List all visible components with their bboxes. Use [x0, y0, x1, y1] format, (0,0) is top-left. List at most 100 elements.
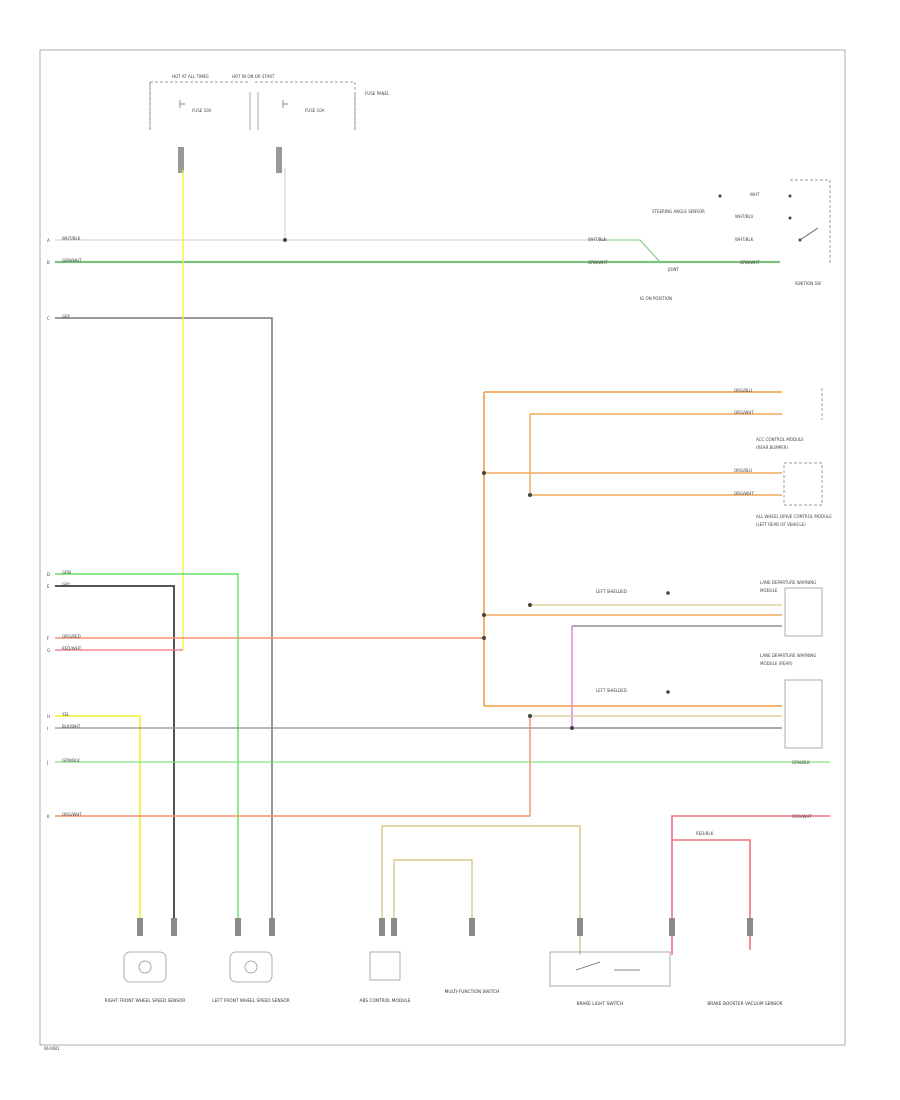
joint-wire-1: WHT/BLK — [588, 237, 607, 242]
ldw-module-sublabel: MODULE — [760, 588, 778, 593]
wire-yel-h — [55, 715, 141, 930]
connector-stub-6 — [391, 918, 397, 936]
wire-gry-c — [55, 317, 273, 930]
ldw-module-box — [784, 587, 823, 637]
splice-5 — [528, 493, 532, 497]
splice-1 — [283, 238, 287, 242]
brake-switch-label: BRAKE LIGHT SWITCH — [577, 1001, 624, 1007]
splice-6 — [528, 603, 532, 607]
ign-wire-1: WHT — [750, 192, 760, 197]
awd-module-sublabel: (LEFT REAR OF VEHICLE) — [756, 522, 806, 527]
vacuum-sensor-label: BRAKE BOOSTER VACUUM SENSOR — [707, 1001, 782, 1007]
fuse-a-label: FUSE 10A — [192, 108, 212, 113]
connector-stub-8 — [577, 918, 583, 936]
splice-8 — [570, 726, 574, 730]
shield-dot-2 — [666, 690, 670, 694]
mark-j: J — [46, 760, 48, 765]
wire-label-1: WHT/BLK — [62, 236, 81, 241]
wire-label-5: GRY — [62, 582, 71, 587]
mod-wire-2: ORG/WHT — [734, 410, 754, 415]
acc-module-label: ACC CONTROL MODULE — [756, 437, 804, 442]
ignition-switch: WHT WHT/BLU WHT/BLK GRN/WHT STEERING ANG… — [588, 179, 831, 301]
connector-fuse-b — [276, 147, 282, 173]
mark-b: B — [47, 260, 50, 265]
connector-stub-7 — [469, 918, 475, 936]
wire-grn-d — [55, 573, 239, 930]
acc-module-box — [783, 462, 823, 506]
wire-label-7: RED/WHT — [62, 646, 82, 651]
mark-h: H — [47, 714, 50, 719]
mark-f: F — [47, 636, 50, 641]
mark-a: A — [47, 238, 50, 243]
mark-c: C — [47, 316, 50, 321]
steering-angle-label: STEERING ANGLE SENSOR — [652, 209, 705, 214]
connector-fuse-a — [178, 147, 184, 173]
ldw-rear-label: LANE DEPARTURE WARNING — [760, 653, 816, 658]
fuse-box-label-2: HOT IN ON OR START — [232, 74, 275, 79]
mark-i: I — [47, 726, 48, 731]
wire-label-8: YEL — [61, 712, 70, 717]
mark-d: D — [47, 572, 50, 577]
multifunction-switch-label: MULTI-FUNCTION SWITCH — [445, 989, 500, 995]
reference-code: W-0481 — [44, 1046, 60, 1051]
awd-module-label: ALL WHEEL DRIVE CONTROL MODULE — [756, 514, 832, 519]
splice-7 — [528, 714, 532, 718]
shield-label-1: LEFT SHIELDED — [596, 589, 627, 594]
grn-right-label: GRN/BLK — [792, 760, 810, 765]
wire-org-right-2 — [529, 413, 782, 495]
splice-2 — [482, 471, 486, 475]
wire-label-2: GRN/WHT — [62, 258, 82, 263]
rf-wheel-sensor-icon — [123, 951, 167, 983]
wire-label-11: ORG/WHT — [62, 812, 82, 817]
lf-wheel-sensor-icon — [229, 951, 273, 983]
wire-label-3: GRY — [62, 314, 71, 319]
wire-label-9: BLK/WHT — [62, 724, 81, 729]
wire-tan-abs-2 — [393, 859, 473, 930]
rf-sensor-label: RIGHT FRONT WHEEL SPEED SENSOR — [105, 998, 186, 1004]
mod-wire-3: ORG/BLU — [734, 468, 752, 473]
connector-stub-10 — [747, 918, 753, 936]
wire-grn-wht-short — [600, 239, 661, 263]
right-modules: ORG/BLU ORG/WHT ACC CONTROL MODULE (REAR… — [596, 388, 832, 836]
joint-label: JOINT — [667, 267, 680, 272]
ign-wire-3: WHT/BLK — [735, 237, 754, 242]
ign-wire-4: GRN/WHT — [740, 260, 760, 265]
abs-module-icon — [369, 951, 401, 981]
connector-stub-2 — [171, 918, 177, 936]
switch-contact-2 — [788, 194, 792, 198]
fuse-box-label-1: HOT AT ALL TIMES — [172, 74, 209, 79]
brake-switch-contact — [575, 961, 640, 971]
wire-label-10: GRN/BLK — [62, 758, 80, 763]
splice-4 — [482, 636, 486, 640]
fuse-panel: HOT AT ALL TIMES HOT IN ON OR START FUSE… — [149, 74, 390, 173]
fuse-b-label: FUSE 10A — [305, 108, 325, 113]
shield-label-2: LEFT SHIELDED — [596, 688, 627, 693]
switch-contact-1 — [718, 194, 722, 198]
fuse-panel-label: FUSE PANEL — [365, 91, 390, 96]
bottom-components: RIGHT FRONT WHEEL SPEED SENSOR LEFT FRON… — [44, 951, 783, 1051]
ldw-rear-sublabel: MODULE (REAR) — [760, 661, 793, 666]
wire-org-wht-k — [55, 716, 531, 817]
wire-red-brake-2 — [672, 839, 751, 950]
mark-k: K — [47, 814, 50, 819]
ign-wire-2: WHT/BLU — [735, 214, 754, 219]
fuse-a-icon — [179, 100, 185, 108]
wires — [55, 168, 830, 955]
connector-stub-1 — [137, 918, 143, 936]
fuse-b-icon — [282, 100, 288, 108]
lf-sensor-coil — [244, 960, 258, 974]
switch-contact-3 — [788, 216, 792, 220]
connector-stub-4 — [269, 918, 275, 936]
wire-tan-abs — [381, 825, 581, 955]
joint-wire-2: GRN/WHT — [588, 260, 608, 265]
mark-e: E — [47, 584, 50, 589]
brake-switch-icon — [549, 951, 671, 987]
connector-stub-3 — [235, 918, 241, 936]
splice-dots — [283, 238, 574, 730]
brake-wire-label: RED/BLK — [696, 831, 714, 836]
ldw-module-label: LANE DEPARTURE WARNING — [760, 580, 816, 585]
rf-sensor-coil — [138, 960, 152, 974]
connector-stub-5 — [379, 918, 385, 936]
wire-label-4: GRN — [62, 570, 71, 575]
